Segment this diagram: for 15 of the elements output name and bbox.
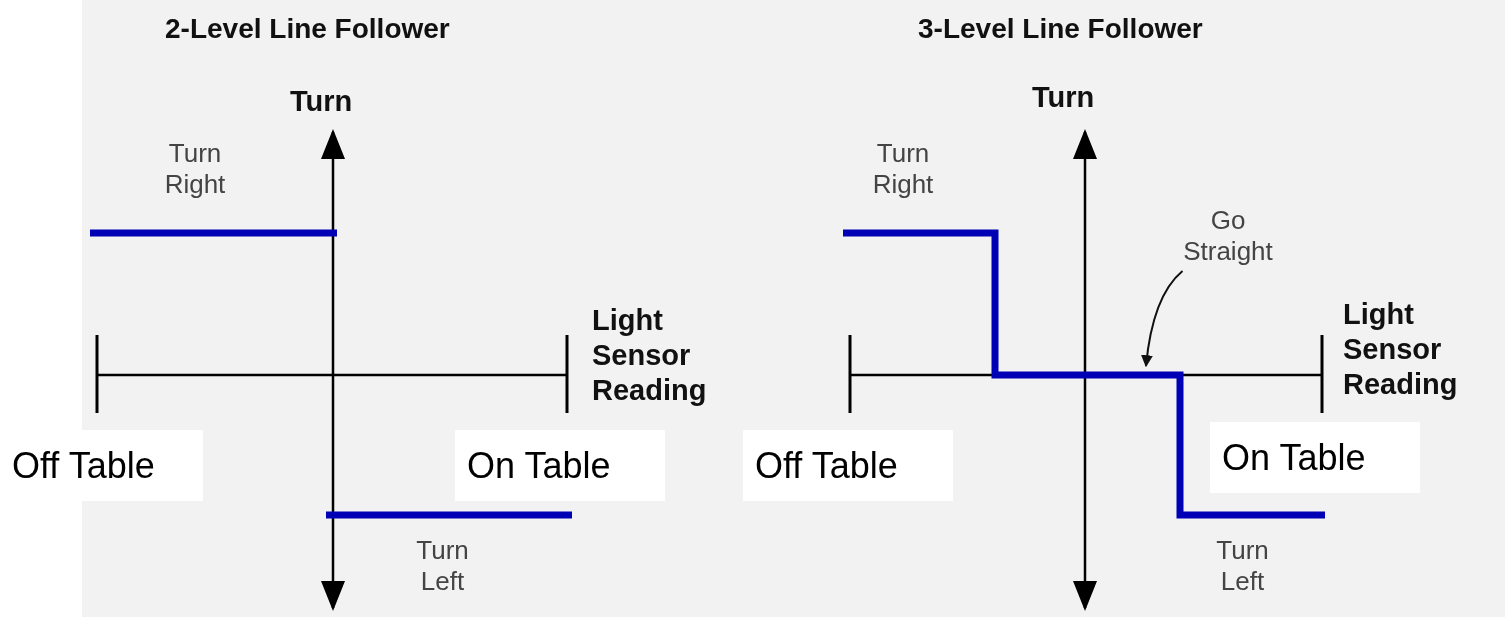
region-label: On Table xyxy=(1210,422,1420,494)
axis-label: Turn xyxy=(1032,80,1096,115)
axis-label: Light Sensor Reading xyxy=(592,303,708,408)
annotation-text: Go Straight xyxy=(1163,205,1293,268)
region-label: Turn Left xyxy=(415,535,470,598)
panel-title: 2-Level Line Follower xyxy=(165,12,451,46)
region-label: Turn Left xyxy=(1215,535,1270,598)
axis-label: Light Sensor Reading xyxy=(1343,297,1459,402)
region-label: Turn Right xyxy=(163,138,227,201)
region-label: Turn Right xyxy=(871,138,935,201)
leader-line xyxy=(1141,270,1184,368)
region-label: Off Table xyxy=(743,430,953,502)
axis-label: Turn xyxy=(290,84,354,119)
panel-title: 3-Level Line Follower xyxy=(918,12,1204,46)
region-label: On Table xyxy=(455,430,665,502)
